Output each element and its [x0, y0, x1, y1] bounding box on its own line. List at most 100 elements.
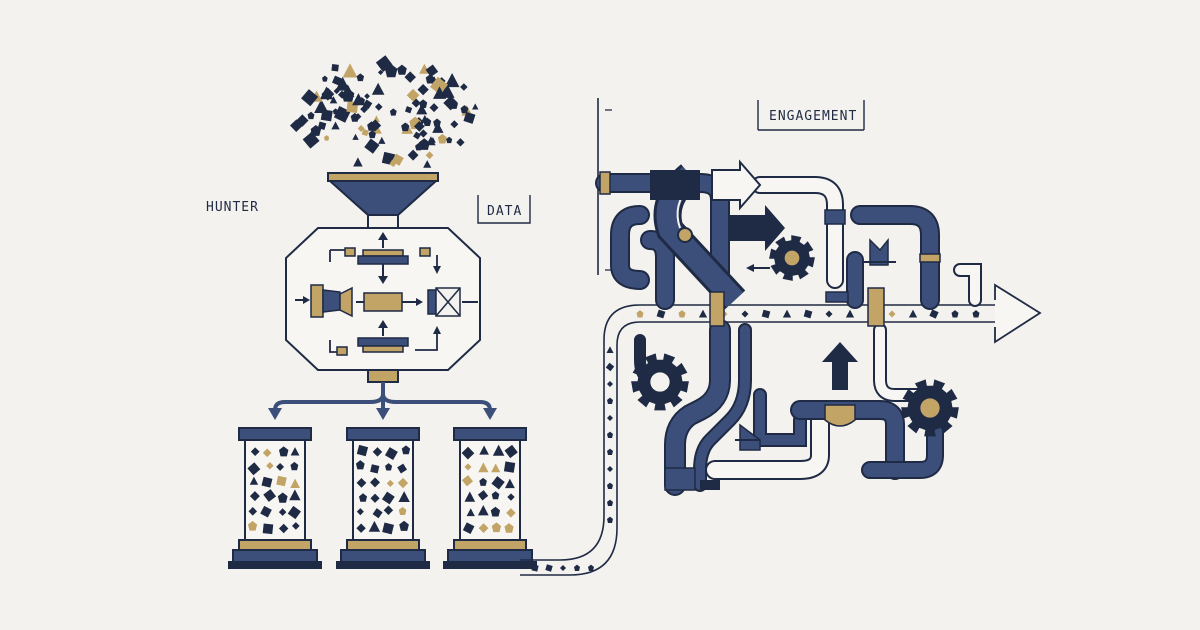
column-particle	[291, 522, 300, 530]
column-particle	[261, 476, 273, 488]
particle	[332, 108, 339, 115]
column-particle	[278, 523, 289, 534]
column-particle	[401, 445, 411, 455]
column-part	[340, 549, 426, 563]
column-particle	[504, 444, 518, 459]
particle	[356, 73, 365, 82]
conveyor-item	[656, 309, 666, 319]
particle	[337, 90, 347, 99]
particle	[407, 149, 419, 161]
gear-hub	[782, 248, 802, 268]
particle	[397, 64, 407, 75]
column-part	[232, 549, 318, 563]
particle	[460, 83, 468, 91]
column-particle	[491, 522, 502, 533]
particle	[342, 63, 358, 78]
flow-arrows	[650, 159, 858, 451]
conveyor-item	[574, 564, 580, 571]
column-particle	[386, 479, 394, 487]
particle	[314, 99, 329, 114]
particle	[289, 119, 303, 132]
conveyor-item	[607, 415, 613, 421]
gears	[631, 235, 959, 437]
column-particle	[266, 462, 274, 470]
particle	[369, 119, 382, 132]
particle	[377, 69, 384, 76]
particle	[443, 95, 459, 111]
column-particle	[247, 462, 261, 476]
column-part	[346, 427, 420, 441]
particle	[320, 109, 333, 122]
particle	[331, 64, 339, 72]
column-particle	[503, 461, 516, 473]
particle	[425, 74, 435, 84]
conveyor-item	[782, 309, 792, 318]
column-part	[447, 549, 533, 563]
engagement-label: ENGAGEMENT	[769, 109, 858, 124]
particle	[354, 113, 362, 120]
column-particle	[492, 444, 505, 456]
particle	[456, 138, 465, 147]
gear-icon	[901, 379, 959, 437]
column-particle	[490, 506, 501, 517]
column-particle	[368, 520, 381, 532]
particle	[426, 136, 436, 146]
particle	[371, 82, 385, 95]
gold-fittings	[599, 171, 941, 491]
gear-icon	[631, 353, 689, 411]
column-particle	[276, 475, 287, 487]
particle	[353, 157, 363, 167]
conveyor-item	[972, 310, 980, 318]
column-particle	[262, 448, 272, 458]
conveyor-item	[636, 310, 644, 318]
column-part	[228, 561, 322, 569]
particle	[417, 83, 429, 96]
conveyor-item	[888, 310, 896, 318]
column-particle	[491, 463, 501, 473]
column-particle	[249, 476, 259, 485]
column-particle	[356, 523, 366, 533]
particle	[360, 105, 369, 114]
particle	[413, 131, 422, 140]
column-particle	[399, 520, 409, 531]
particle	[389, 108, 397, 116]
conveyor-item	[607, 448, 613, 455]
column-particle	[466, 508, 475, 517]
particle	[437, 133, 447, 144]
particle	[301, 89, 319, 107]
conveyor-item	[929, 309, 939, 319]
column-part	[453, 539, 527, 551]
gear-hub	[918, 396, 942, 420]
column-particle	[260, 505, 272, 518]
column-particle	[372, 508, 383, 519]
particle	[446, 136, 453, 144]
particle	[432, 122, 444, 133]
column-particle	[462, 522, 475, 535]
column-particle	[290, 478, 300, 489]
column-particle	[383, 505, 394, 515]
conveyor-item	[741, 310, 749, 318]
engagement-frame	[757, 100, 865, 131]
gear-hub	[648, 370, 672, 394]
particle	[433, 118, 441, 127]
particle	[329, 96, 338, 104]
column-particle	[356, 478, 367, 488]
particle	[352, 133, 359, 140]
conveyor-item	[606, 346, 614, 353]
conveyor-item	[531, 564, 539, 572]
column-particle	[384, 447, 398, 460]
column-particle	[479, 445, 489, 455]
column-particle	[370, 464, 380, 474]
conveyor-item	[951, 310, 959, 318]
column-particle	[491, 491, 500, 500]
column-particle	[506, 508, 516, 518]
column-particle	[248, 520, 258, 531]
column-particle	[461, 475, 474, 487]
column-particle	[504, 523, 514, 533]
particle	[322, 75, 328, 82]
particle	[368, 130, 376, 139]
column-particle	[278, 446, 289, 457]
particle	[463, 111, 476, 124]
column-particle	[289, 489, 301, 501]
